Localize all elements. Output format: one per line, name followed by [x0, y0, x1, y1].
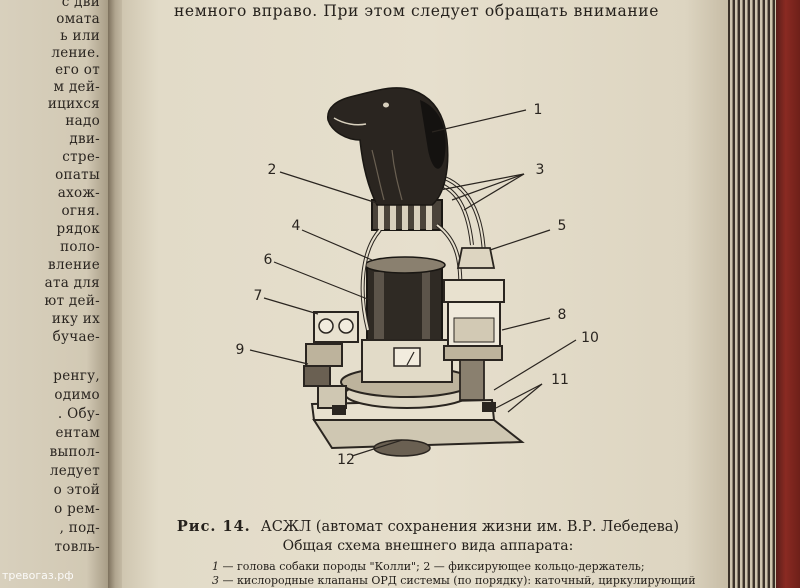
left-page-fragment: с дви омата ь или ление. его от м дей- и… [0, 0, 108, 588]
figure-caption-title: Рис. 14. АСЖЛ (автомат сохранения жизни и… [122, 518, 734, 535]
left-text-line: поло- [60, 239, 100, 255]
figure-label-4: 4 [291, 218, 301, 234]
left-text-line: одимо [54, 387, 100, 403]
watermark-text: тревогаз.рф [2, 569, 74, 582]
legend-text: — голова собаки породы "Колли"; 2 — фикс… [222, 560, 645, 573]
left-text-line: ику их [51, 311, 100, 327]
book-gutter [108, 0, 126, 588]
figure-label-6: 6 [263, 252, 273, 268]
figure-caption-subtitle: Общая схема внешнего вида аппарата: [282, 538, 574, 554]
legend-number: 3 [212, 574, 219, 587]
left-text-line: выпол- [49, 444, 100, 460]
left-text-line: ренгу, [53, 368, 100, 384]
body-text-line: немного вправо. При этом следует обращат… [174, 2, 659, 20]
figure-label-3: 3 [535, 162, 545, 178]
left-text-line: ь или [60, 28, 100, 44]
left-text-line: дви- [69, 131, 100, 147]
left-text-line: ата для [44, 275, 100, 291]
left-text-line: рядок [56, 221, 100, 237]
left-text-line: опаты [55, 167, 100, 183]
left-text-line: его от [55, 62, 100, 78]
left-text-line: омата [56, 11, 100, 27]
figure-label-10: 10 [581, 330, 599, 346]
figure-label-2: 2 [267, 162, 277, 178]
left-text-line: ицихся [47, 96, 100, 112]
figure-label-11: 11 [551, 372, 569, 388]
figure-label-7: 7 [253, 288, 263, 304]
left-text-line: товль- [54, 539, 100, 555]
figure-title: АСЖЛ (автомат сохранения жизни им. В.Р. … [260, 519, 680, 535]
book-cover-edge [776, 0, 800, 588]
left-text-line: огня. [61, 203, 100, 219]
figure-label-1: 1 [533, 102, 543, 118]
left-text-line: . Обу- [57, 406, 100, 422]
left-text-line: ентам [55, 425, 100, 441]
figure-label-5: 5 [557, 218, 567, 234]
left-text-line: ление. [51, 45, 100, 61]
left-text-line: о этой [53, 482, 100, 498]
left-text-line: стре- [62, 149, 100, 165]
left-text-line: ледует [49, 463, 100, 479]
apparatus-illustration [249, 87, 577, 457]
left-text-line: с дви [61, 0, 100, 10]
legend-number: 1 [212, 560, 219, 573]
figure-label-9: 9 [235, 342, 245, 358]
book-page-edges [728, 0, 776, 588]
left-text-line: ют дей- [44, 293, 100, 309]
figure-label-8: 8 [557, 307, 567, 323]
main-page: немного вправо. При этом следует обращат… [122, 0, 734, 588]
legend-text: — кислородные клапаны ОРД системы (по по… [222, 574, 696, 587]
figure-number: Рис. 14. [176, 518, 251, 535]
left-text-line: бучае- [52, 329, 100, 345]
legend-line: 1 — голова собаки породы "Колли"; 2 — фи… [212, 560, 645, 573]
left-text-line: вление [48, 257, 100, 273]
legend-line: 3 — кислородные клапаны ОРД системы (по … [212, 574, 696, 587]
left-text-line: м дей- [53, 79, 100, 95]
left-text-line: , под- [59, 520, 100, 536]
left-text-line: ахож- [57, 185, 100, 201]
figure-label-12: 12 [337, 452, 355, 468]
left-text-line: надо [65, 113, 100, 129]
left-text-line: о рем- [54, 501, 100, 517]
